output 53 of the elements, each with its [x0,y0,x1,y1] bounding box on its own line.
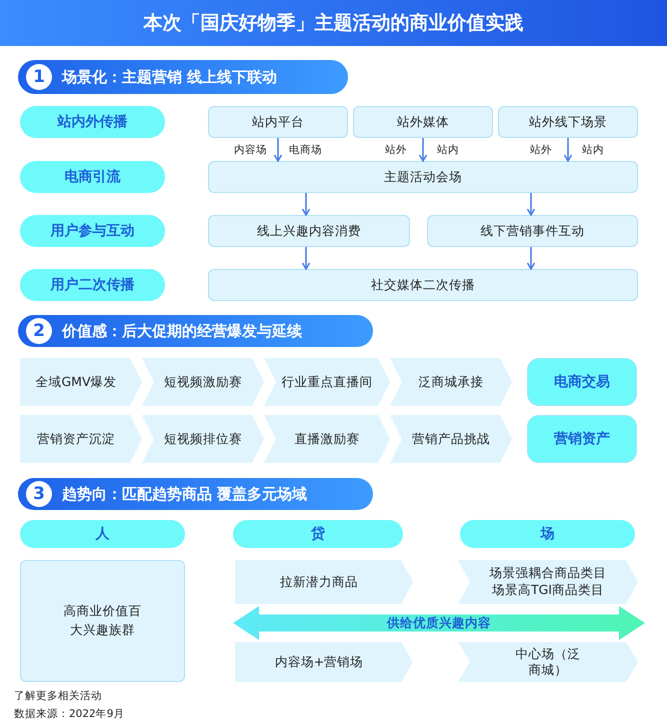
section-header [18,60,348,94]
section-title: 趋势向：匹配趋势商品 覆盖多元场域 [62,484,308,504]
section-header [18,315,373,347]
category-pill: 人 [20,520,185,548]
section-title: 场景化：主题营销 线上线下联动 [62,68,278,86]
box-text: 场景高TGI商品类目 [492,582,604,599]
result-pill: 电商交易 [527,358,637,406]
arrow [302,193,310,216]
section-number: 3 [26,481,52,507]
content-box: 线下营销事件互动 [427,215,638,247]
arrow [564,138,572,162]
chevron-box: 营销产品挑战 [390,415,512,463]
section-number: 1 [26,64,52,90]
content-box: 主题活动会场 [208,161,638,193]
chevron-box: 中心场（泛商城） [458,642,638,682]
category-pill: 电商引流 [20,161,165,193]
arrow-label: 站内 [437,143,459,157]
chevron-box: 泛商城承接 [390,358,512,406]
arrow-label: 电商场 [289,143,322,157]
arrow [526,247,536,270]
category-pill: 站内外传播 [20,106,165,138]
double-arrow [233,606,645,640]
chevron-box: 短视频激励赛 [142,358,264,406]
chevron-box: 行业重点直播间 [264,358,390,406]
section-number: 2 [26,318,52,344]
arrow-label: 站内 [582,143,604,157]
arrow-label: 内容场 [234,143,267,157]
content-box: 社交媒体二次传播 [208,269,638,301]
content-box: 站内平台 [208,106,348,138]
content-box: 站外线下场景 [498,106,638,138]
arrow [526,193,536,216]
section-title: 价值感：后大促期的经营爆发与延续 [62,322,302,340]
category-pill: 用户参与互动 [20,215,165,247]
content-box: 站外媒体 [353,106,493,138]
page-title: 本次「国庆好物季」主题活动的商业价值实践 [0,0,667,46]
arrow [418,138,428,162]
result-pill: 营销资产 [527,415,637,463]
box-text: 场景强耦合商品类目 [490,565,606,582]
arrow-label: 站外 [530,143,552,157]
arrow-label: 供给优质兴趣内容 [387,614,491,632]
arrow [302,247,310,270]
footnote: 了解更多相关活动 [14,689,102,703]
chevron-box: 直播激励赛 [264,415,390,463]
arrow [274,138,282,162]
content-box: 高商业价值百大兴趣族群 [20,560,185,682]
category-pill: 场 [460,520,635,548]
arrow-label: 站外 [385,143,407,157]
content-box: 线上兴趣内容消费 [208,215,410,247]
footnote: 数据来源：2022年9月 [14,707,124,721]
chevron-box: 短视频排位赛 [142,415,264,463]
category-pill: 用户二次传播 [20,269,165,301]
section-header [18,478,373,510]
category-pill: 贷 [233,520,403,548]
